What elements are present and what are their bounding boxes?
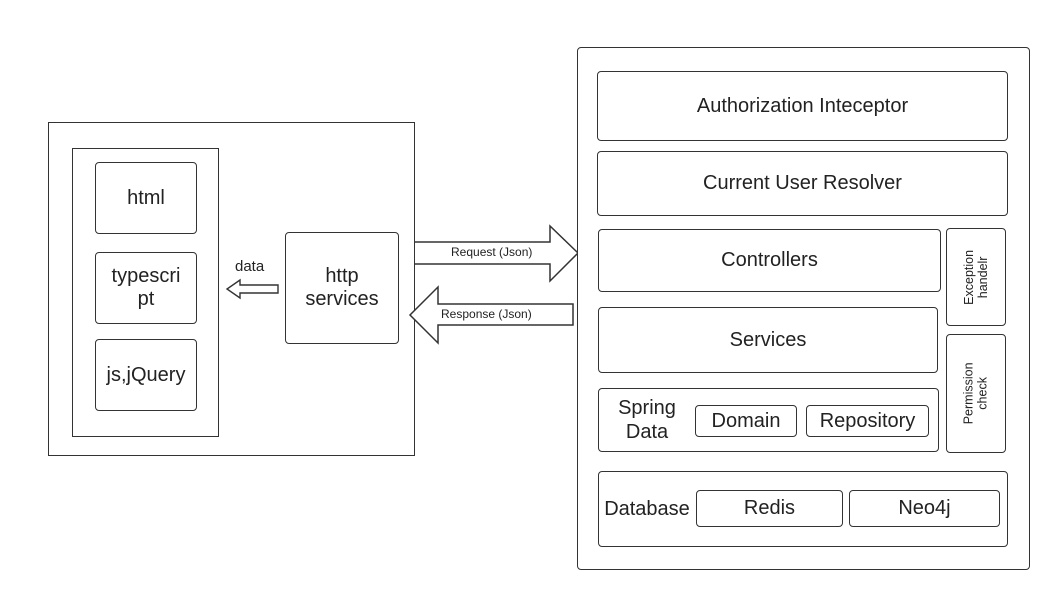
current-user-resolver-label: Current User Resolver <box>703 172 902 194</box>
data-arrow <box>225 278 279 300</box>
current-user-resolver-box: Current User Resolver <box>597 151 1008 216</box>
domain-label: Domain <box>711 409 781 432</box>
spring-data-label: Spring Data <box>618 397 676 443</box>
authorization-interceptor-label: Authorization Inteceptor <box>696 94 909 117</box>
html-box: html <box>95 162 197 234</box>
neo4j-box: Neo4j <box>849 490 1000 527</box>
typescript-label: typescri pt <box>111 265 181 310</box>
http-services-box: http services <box>285 232 399 344</box>
response-arrow <box>408 285 574 345</box>
controllers-box: Controllers <box>598 229 941 292</box>
services-box: Services <box>598 307 938 373</box>
permission-check-box: Permission check <box>946 334 1006 453</box>
database-label: Database <box>604 498 690 520</box>
jquery-label: js,jQuery <box>106 363 186 386</box>
redis-box: Redis <box>696 490 843 527</box>
services-label: Services <box>729 328 807 351</box>
authorization-interceptor-box: Authorization Inteceptor <box>597 71 1008 141</box>
domain-box: Domain <box>695 405 797 437</box>
data-label: data <box>235 258 265 275</box>
http-services-label: http services <box>305 265 379 310</box>
jquery-box: js,jQuery <box>95 339 197 411</box>
controllers-label: Controllers <box>721 249 818 271</box>
repository-box: Repository <box>806 405 929 437</box>
exception-handler-label: Exception handelr <box>961 249 990 305</box>
permission-check-label: Permission check <box>961 362 991 425</box>
neo4j-label: Neo4j <box>898 497 951 519</box>
response-label: Response (Json) <box>441 307 532 321</box>
request-label: Request (Json) <box>451 245 533 259</box>
typescript-box: typescri pt <box>95 252 197 324</box>
repository-label: Repository <box>819 409 916 432</box>
redis-label: Redis <box>743 497 796 519</box>
exception-handler-box: Exception handelr <box>946 228 1006 326</box>
html-label: html <box>127 186 165 209</box>
